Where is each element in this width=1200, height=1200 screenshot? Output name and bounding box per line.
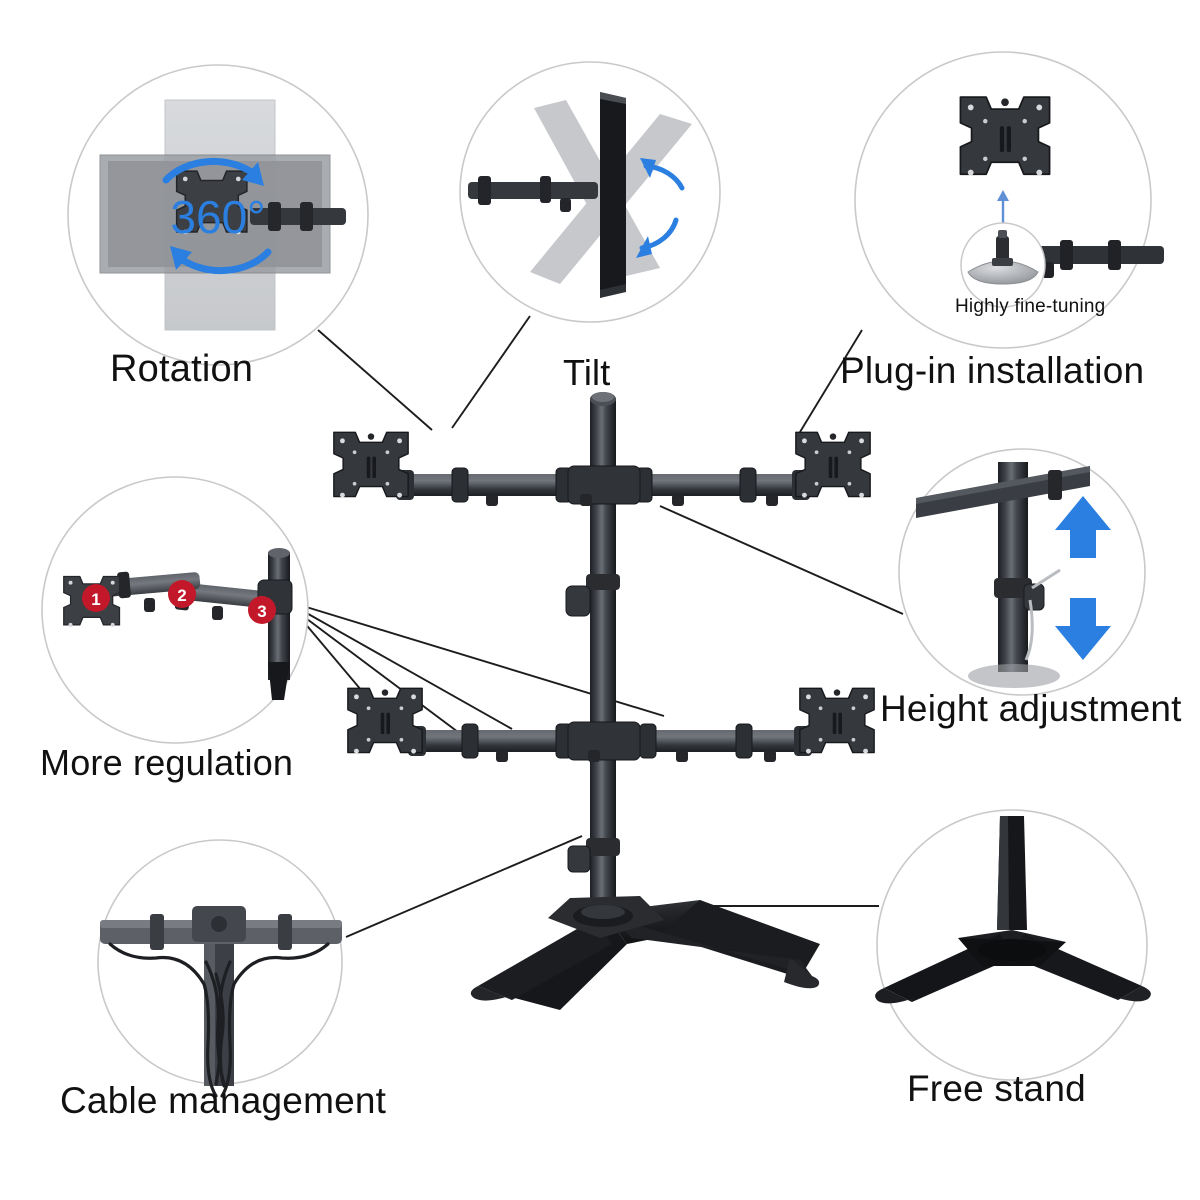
label-cable-management: Cable management	[60, 1080, 387, 1121]
product-quad-monitor-stand	[333, 392, 875, 1010]
vesa-plate-upper-right	[795, 431, 871, 499]
vesa-plate-upper-left	[333, 431, 409, 499]
label-plug-in-installation: Plug-in installation	[840, 350, 1145, 391]
label-highly-fine-tuning: Highly fine-tuning	[955, 296, 1106, 317]
vesa-plate-lower-right	[799, 687, 875, 755]
label-free-stand: Free stand	[907, 1068, 1086, 1109]
callout-height-adjustment-graphic	[898, 448, 1146, 696]
up-down-arrows	[1055, 496, 1111, 660]
upper-crossbar	[333, 431, 871, 506]
callout-free-stand-graphic	[875, 809, 1151, 1081]
vesa-plate-detached	[959, 96, 1051, 177]
svg-text:2: 2	[177, 586, 186, 605]
label-more-regulation: More regulation	[40, 742, 294, 783]
callout-tilt-graphic	[459, 61, 721, 323]
svg-text:1: 1	[91, 590, 100, 609]
leader-lines	[302, 315, 904, 938]
label-tilt: Tilt	[563, 352, 611, 393]
lower-crossbar	[347, 687, 875, 762]
tripod-base	[470, 896, 820, 1010]
callout-more-regulation-graphic: 1 2 3	[41, 476, 309, 744]
label-rotation: Rotation	[110, 348, 254, 390]
callout-rotation-graphic: 360°	[67, 64, 369, 366]
label-height-adjustment: Height adjustment	[880, 688, 1182, 729]
svg-text:3: 3	[257, 602, 266, 621]
rotation-degree-text: 360°	[170, 191, 265, 243]
joint-badges: 1 2 3	[82, 580, 276, 624]
vesa-plate-lower-left	[347, 687, 423, 755]
callout-cable-management-graphic	[97, 839, 343, 1098]
